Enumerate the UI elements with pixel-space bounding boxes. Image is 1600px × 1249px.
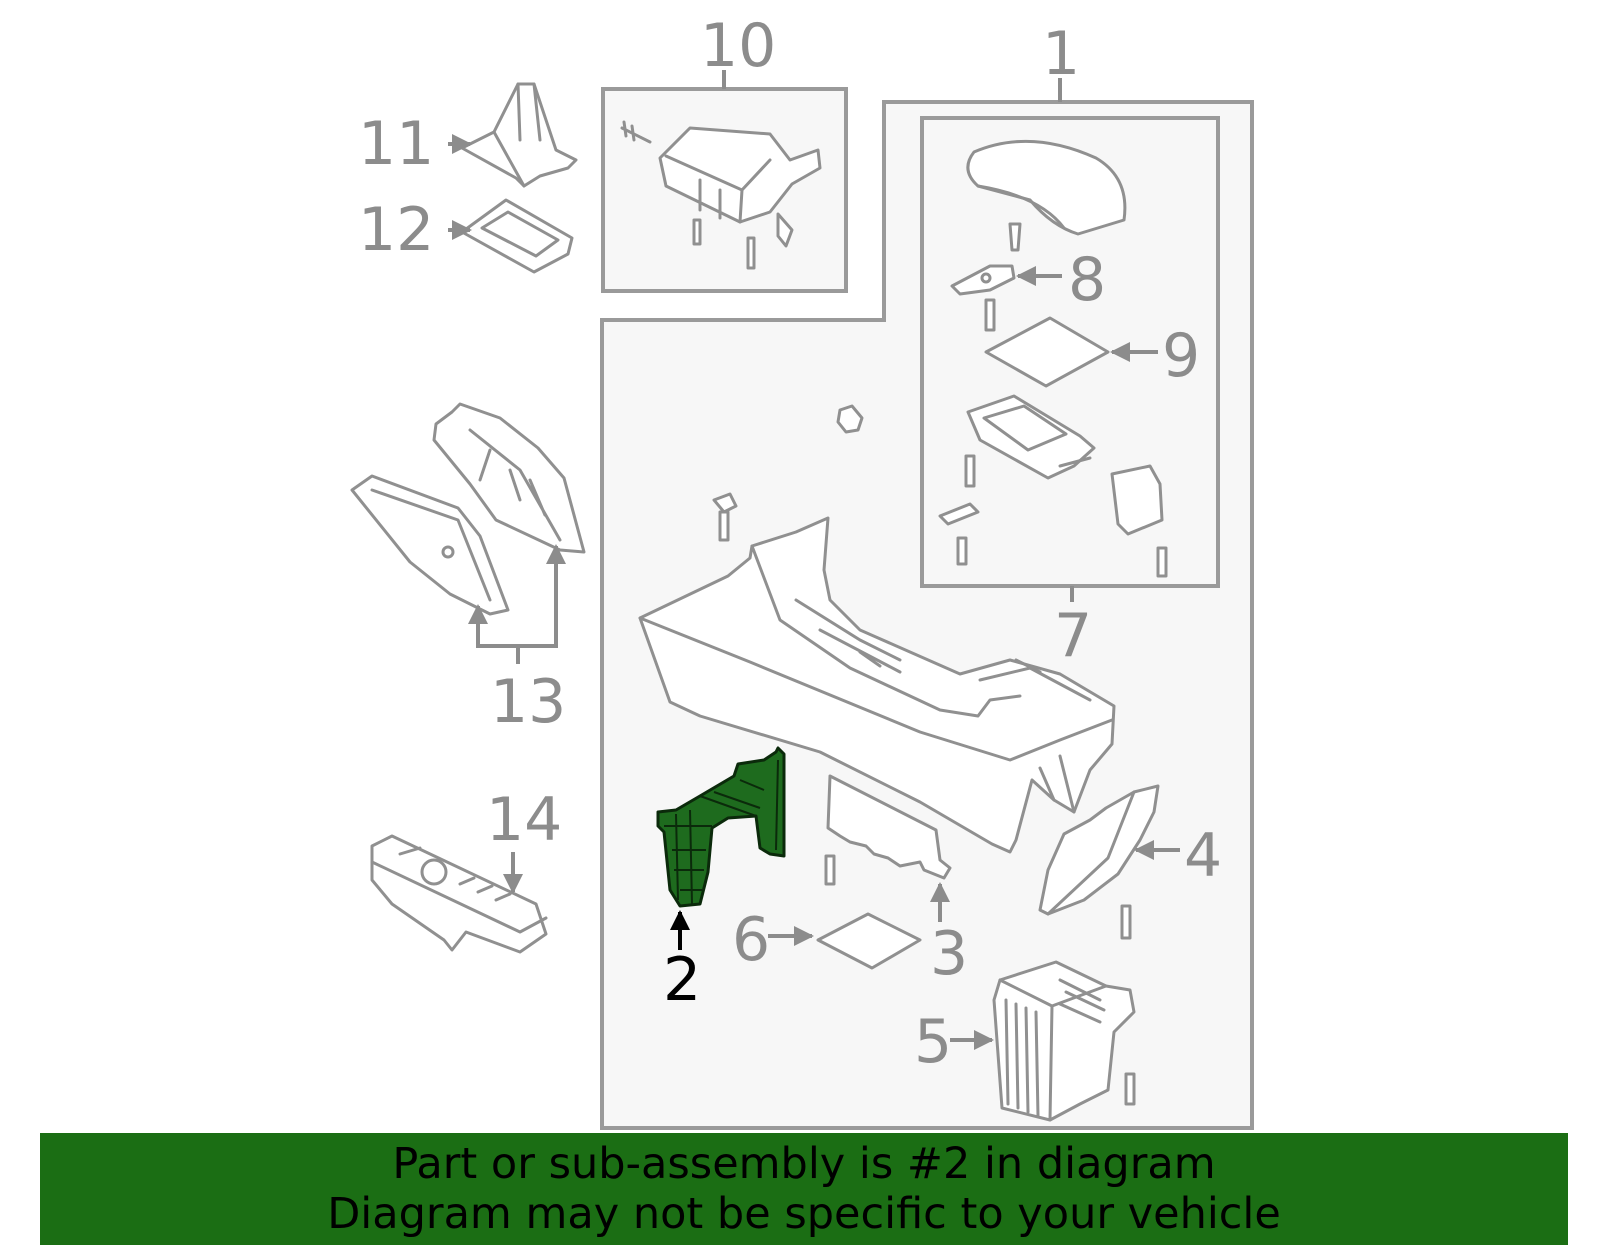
part-6-pad bbox=[816, 912, 922, 970]
part-9-pad bbox=[984, 316, 1110, 388]
part-7-armrest bbox=[966, 139, 1127, 252]
callout-1: 1 bbox=[1042, 19, 1080, 89]
part-4-trim bbox=[1038, 784, 1160, 940]
callout-6: 6 bbox=[732, 905, 770, 975]
callout-7: 7 bbox=[1054, 601, 1092, 671]
callout-10: 10 bbox=[700, 11, 776, 81]
part-11-shift-boot bbox=[460, 82, 578, 188]
part-13-side-trims bbox=[350, 402, 586, 616]
callout-4: 4 bbox=[1184, 821, 1222, 891]
callout-2: 2 bbox=[663, 945, 701, 1015]
part-1-console-body bbox=[638, 516, 1116, 854]
callout-9: 9 bbox=[1162, 321, 1200, 391]
callout-11: 11 bbox=[358, 109, 434, 179]
banner-line-disclaimer: Diagram may not be specific to your vehi… bbox=[327, 1189, 1281, 1239]
exploded-parts-diagram: 1 2 3 4 5 6 7 8 9 10 11 12 13 14 bbox=[350, 11, 1254, 1130]
part-7-storage-bin bbox=[938, 394, 1168, 578]
part-5-cup-holder bbox=[992, 960, 1136, 1122]
part-3-panel bbox=[824, 774, 952, 886]
part-2-support-bracket-highlighted bbox=[656, 746, 786, 908]
callout-13: 13 bbox=[490, 667, 566, 737]
callout-12: 12 bbox=[358, 195, 434, 265]
part-10-bracket bbox=[620, 120, 822, 270]
callout-3: 3 bbox=[930, 919, 968, 989]
callout-14: 14 bbox=[486, 785, 562, 855]
part-8-hinge bbox=[950, 264, 1016, 332]
notice-banner: Part or sub-assembly is #2 in diagram Di… bbox=[40, 1133, 1568, 1245]
banner-line-part-number: Part or sub-assembly is #2 in diagram bbox=[392, 1139, 1216, 1189]
callout-8: 8 bbox=[1068, 245, 1106, 315]
part-14-window-switch bbox=[370, 834, 548, 954]
part-12-bezel bbox=[460, 198, 574, 274]
fasteners-frame-1 bbox=[712, 404, 864, 542]
callout-5: 5 bbox=[914, 1007, 952, 1077]
